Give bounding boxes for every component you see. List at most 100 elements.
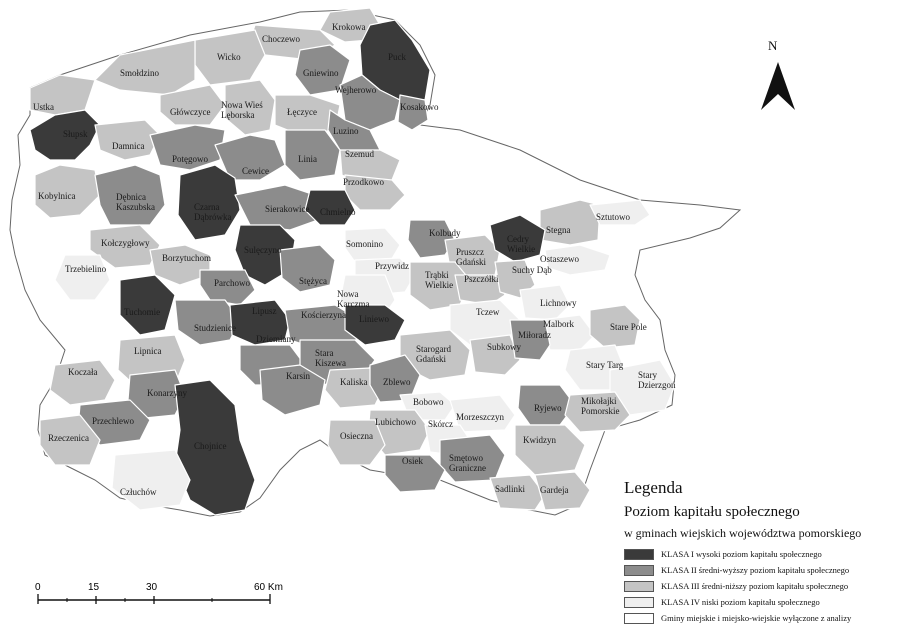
commune-osieczna [327, 419, 386, 466]
commune-label-ryjewo: Ryjewo [534, 403, 562, 413]
north-arrow [761, 62, 795, 110]
commune-label-gniewino: Gniewino [303, 68, 339, 78]
communes-layer [29, 7, 676, 516]
commune-label-wicko: Wicko [217, 52, 241, 62]
commune-główczyce [159, 84, 226, 126]
commune-sulęczyno [234, 224, 296, 286]
commune-trzebielino [54, 254, 111, 301]
commune-label-subkowy: Subkowy [487, 342, 522, 352]
commune-label-słupsk: Słupsk [63, 129, 88, 139]
commune-koczała [49, 359, 116, 406]
commune-label-przechlewo: Przechlewo [92, 416, 134, 426]
legend-item-class-3: KLASA III średni-niższy poziom kapitału … [624, 578, 914, 594]
commune-lichnowy [519, 284, 571, 321]
commune-label-potęgowo: Potęgowo [172, 154, 209, 164]
commune-label-stężyca: Stężyca [299, 276, 327, 286]
commune-label-parchowo: Parchowo [214, 278, 250, 288]
commune-label-suchy-dąb: Suchy Dąb [512, 265, 552, 275]
commune-label-lipusz: Lipusz [252, 306, 277, 316]
commune-studzienice [174, 299, 241, 346]
commune-label-sztutowo: Sztutowo [596, 212, 631, 222]
commune-kwidzyn [514, 424, 586, 476]
commune-label-ustka: Ustka [33, 102, 54, 112]
commune-liniewo [344, 304, 406, 346]
legend-label: KLASA II średni-wyższy poziom kapitału s… [661, 565, 850, 575]
commune-label-szemud: Szemud [345, 149, 374, 159]
commune-label-sadlinki: Sadlinki [495, 484, 526, 494]
legend-swatch [624, 548, 654, 560]
commune-label-studzienice: Studzienice [194, 323, 236, 333]
legend-label: KLASA III średni-niższy poziom kapitału … [661, 581, 849, 591]
commune-label-kwidzyn: Kwidzyn [523, 435, 556, 445]
commune-label-stegna: Stegna [546, 225, 571, 235]
legend-label: KLASA IV niski poziom kapitału społeczne… [661, 597, 820, 607]
commune-damnica [94, 119, 161, 161]
commune-label-damnica: Damnica [112, 141, 144, 151]
commune-linia [284, 129, 341, 181]
commune-label-łęczyce: Łęczyce [287, 107, 317, 117]
commune-label-kościerzyna: Kościerzyna [301, 310, 346, 320]
scale-tick-0: 0 [35, 582, 41, 593]
commune-potęgowo [149, 124, 226, 171]
commune-kosakowo [397, 94, 429, 131]
commune-label-morzeszczyn: Morzeszczyn [456, 412, 504, 422]
commune-label-kobylnica: Kobylnica [38, 191, 76, 201]
commune-label-smołdzino: Smołdzino [120, 68, 160, 78]
commune-label-kaliska: Kaliska [340, 377, 368, 387]
commune-label-stare-pole: Stare Pole [610, 322, 647, 332]
commune-label-rzeczenica: Rzeczenica [48, 433, 89, 443]
commune-label-luzino: Luzino [333, 126, 359, 136]
commune-chmielno [304, 189, 356, 226]
commune-stare-pole [589, 304, 641, 349]
commune-słupsk [29, 109, 101, 161]
commune-label-koczała: Koczała [68, 367, 97, 377]
commune-label-kołczygłowy: Kołczygłowy [101, 238, 150, 248]
commune-osiek [384, 454, 446, 493]
legend-title: Legenda [624, 478, 683, 497]
commune-sadlinki [489, 474, 546, 511]
commune-kobylnica [34, 164, 101, 219]
commune-label-choczewo: Choczewo [262, 34, 300, 44]
legend-label: Gminy miejskie i miejsko-wiejskie wyłącz… [661, 613, 852, 623]
north-label: N [768, 38, 778, 53]
commune-subkowy [469, 334, 521, 376]
commune-label-kolbudy: Kolbudy [429, 228, 461, 238]
commune-label-cewice: Cewice [242, 166, 269, 176]
commune-label-człuchów: Człuchów [120, 487, 157, 497]
legend: Legenda Poziom kapitału społecznego w gm… [624, 478, 914, 626]
legend-item-class-1: KLASA I wysoki poziom kapitału społeczne… [624, 546, 914, 562]
commune-label-lubichowo: Lubichowo [375, 417, 416, 427]
commune-label-bobowo: Bobowo [413, 397, 444, 407]
commune-lipusz [229, 299, 291, 346]
scale-tick-15: 15 [88, 582, 100, 593]
commune-label-tuchomie: Tuchomie [124, 307, 160, 317]
commune-label-linia: Linia [298, 154, 317, 164]
commune-tuchomie [119, 274, 176, 336]
legend-swatch [624, 596, 654, 608]
commune-label-tczew: Tczew [476, 307, 500, 317]
commune-label-trzebielino: Trzebielino [65, 264, 107, 274]
commune-label-konarzyny: Konarzyny [147, 388, 187, 398]
commune-karsin [259, 364, 326, 416]
commune-label-przywidz: Przywidz [375, 261, 409, 271]
commune-gniewino [294, 44, 351, 96]
commune-label-wejherowo: Wejherowo [335, 85, 377, 95]
commune-label-lichnowy: Lichnowy [540, 298, 577, 308]
commune-gardeja [534, 471, 591, 511]
commune-label-dziemiany: Dziemiany [256, 334, 296, 344]
commune-label-zblewo: Zblewo [383, 377, 411, 387]
legend-subtitle: Poziom kapitału społecznego [624, 504, 800, 520]
commune-label-kosakowo: Kosakowo [400, 102, 439, 112]
commune-label-chojnice: Chojnice [194, 441, 227, 451]
legend-subtitle-2: w gminach wiejskich województwa pomorski… [624, 526, 862, 540]
